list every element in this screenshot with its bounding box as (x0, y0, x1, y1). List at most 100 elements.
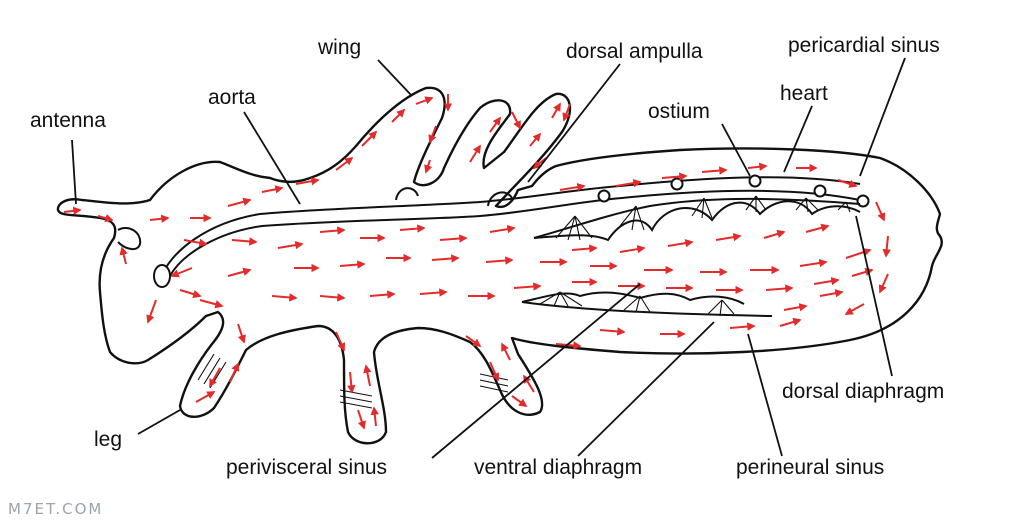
flow-arrow (335, 331, 346, 352)
flow-arrow (878, 273, 889, 294)
label-dorsal-ampulla: dorsal ampulla (566, 40, 703, 63)
flow-arrow (424, 159, 433, 174)
flow-arrow (63, 206, 82, 216)
flow-arrow (227, 197, 252, 207)
flow-arrow (615, 178, 642, 188)
flow-arrow (428, 125, 437, 144)
flow-arrow (227, 267, 252, 277)
flow-arrow (875, 201, 886, 222)
label-dorsal-diaphragm: dorsal diaphragm (782, 380, 944, 403)
flow-arrow (529, 132, 542, 147)
wing-base-loop (395, 187, 419, 201)
flow-arrow (701, 166, 728, 175)
flow-arrow (571, 244, 598, 253)
labels: wing dorsal ampulla pericardial sinus an… (30, 34, 944, 479)
flow-arrow (882, 235, 891, 258)
label-perivisceral-sinus: perivisceral sinus (226, 456, 387, 479)
flow-arrow (819, 289, 844, 298)
flow-arrow (419, 288, 448, 297)
flow-arrow (237, 323, 246, 344)
flow-arrow (277, 240, 304, 250)
ostia-group (597, 174, 870, 208)
flow-arrow (489, 116, 501, 133)
flow-arrow (805, 223, 830, 233)
leader-perivisceral-sinus (431, 283, 641, 459)
flow-arrow (170, 267, 193, 278)
insect-body-outline (56, 86, 943, 445)
label-antenna: antenna (30, 109, 106, 132)
aorta-vessel-lower (169, 189, 861, 277)
flow-arrow (511, 111, 521, 130)
flow-arrow (799, 258, 828, 268)
label-leg: leg (94, 428, 122, 451)
flow-arrow (431, 254, 460, 263)
flow-arrow (813, 276, 840, 286)
leader-leg (137, 409, 181, 435)
flow-arrow (837, 179, 858, 188)
flow-arrow (361, 130, 378, 147)
flow-arrow (783, 303, 808, 312)
flow-arrow (229, 362, 240, 383)
leader-ostium (721, 123, 751, 177)
flow-arrow (347, 371, 356, 394)
label-pericardial-sinus: pericardial sinus (788, 34, 940, 57)
flow-arrow (599, 327, 626, 336)
flow-arrow (231, 237, 258, 246)
flow-arrow (179, 289, 202, 299)
flow-arrow (363, 364, 372, 387)
flow-arrow (715, 232, 742, 242)
flow-arrow (667, 238, 694, 248)
flow-arrow (747, 162, 768, 171)
hemolymph-flow-arrows (63, 94, 891, 430)
flow-arrow (97, 214, 114, 223)
flow-arrow (209, 367, 221, 388)
ostium-circle (748, 174, 762, 188)
leader-aorta (243, 111, 301, 205)
dorsal-diaphragm-shape (533, 195, 861, 242)
label-ostium: ostium (648, 100, 710, 123)
flow-arrow (845, 248, 872, 259)
flow-arrow (183, 238, 208, 247)
flow-arrow (465, 335, 482, 347)
flow-arrow (765, 284, 794, 293)
flow-arrow (661, 172, 688, 181)
flow-arrow (551, 102, 561, 119)
flow-arrow (559, 182, 586, 192)
leader-heart (783, 105, 813, 173)
wing-base-loop-2 (487, 191, 513, 207)
ostium-circle (670, 177, 684, 191)
flow-arrow (489, 224, 516, 234)
flow-arrow (391, 108, 406, 123)
flow-arrow (370, 406, 379, 427)
leader-pericardial-sinus (859, 57, 906, 177)
flow-arrow (119, 246, 128, 265)
flow-arrow (357, 409, 366, 430)
flow-arrow (513, 282, 542, 291)
flow-arrow (532, 157, 547, 170)
label-perineural-sinus: perineural sinus (736, 456, 884, 479)
leader-ventral-diaphragm (577, 321, 715, 457)
flow-arrow (199, 299, 224, 309)
flow-arrow (369, 290, 396, 299)
label-wing: wing (317, 36, 361, 59)
flow-arrow (469, 144, 481, 163)
flow-arrow (339, 260, 366, 269)
flow-arrow (511, 395, 528, 407)
flow-arrow (619, 244, 646, 254)
flow-arrow (489, 361, 500, 382)
aorta-vessel (159, 176, 861, 281)
leader-antenna (71, 139, 77, 205)
ventral-diaphragm-shape (521, 291, 773, 317)
label-heart: heart (780, 82, 828, 105)
flow-arrow (319, 293, 346, 302)
flow-arrow (149, 214, 170, 223)
leader-dorsal-diaphragm (855, 215, 893, 377)
leader-wing (377, 59, 413, 97)
flow-arrow (319, 226, 346, 235)
flow-arrow (763, 229, 786, 239)
ostium-circle (597, 189, 611, 203)
flow-arrow (261, 185, 284, 194)
ostium-circle (856, 194, 870, 208)
ostium-circle (813, 184, 827, 198)
